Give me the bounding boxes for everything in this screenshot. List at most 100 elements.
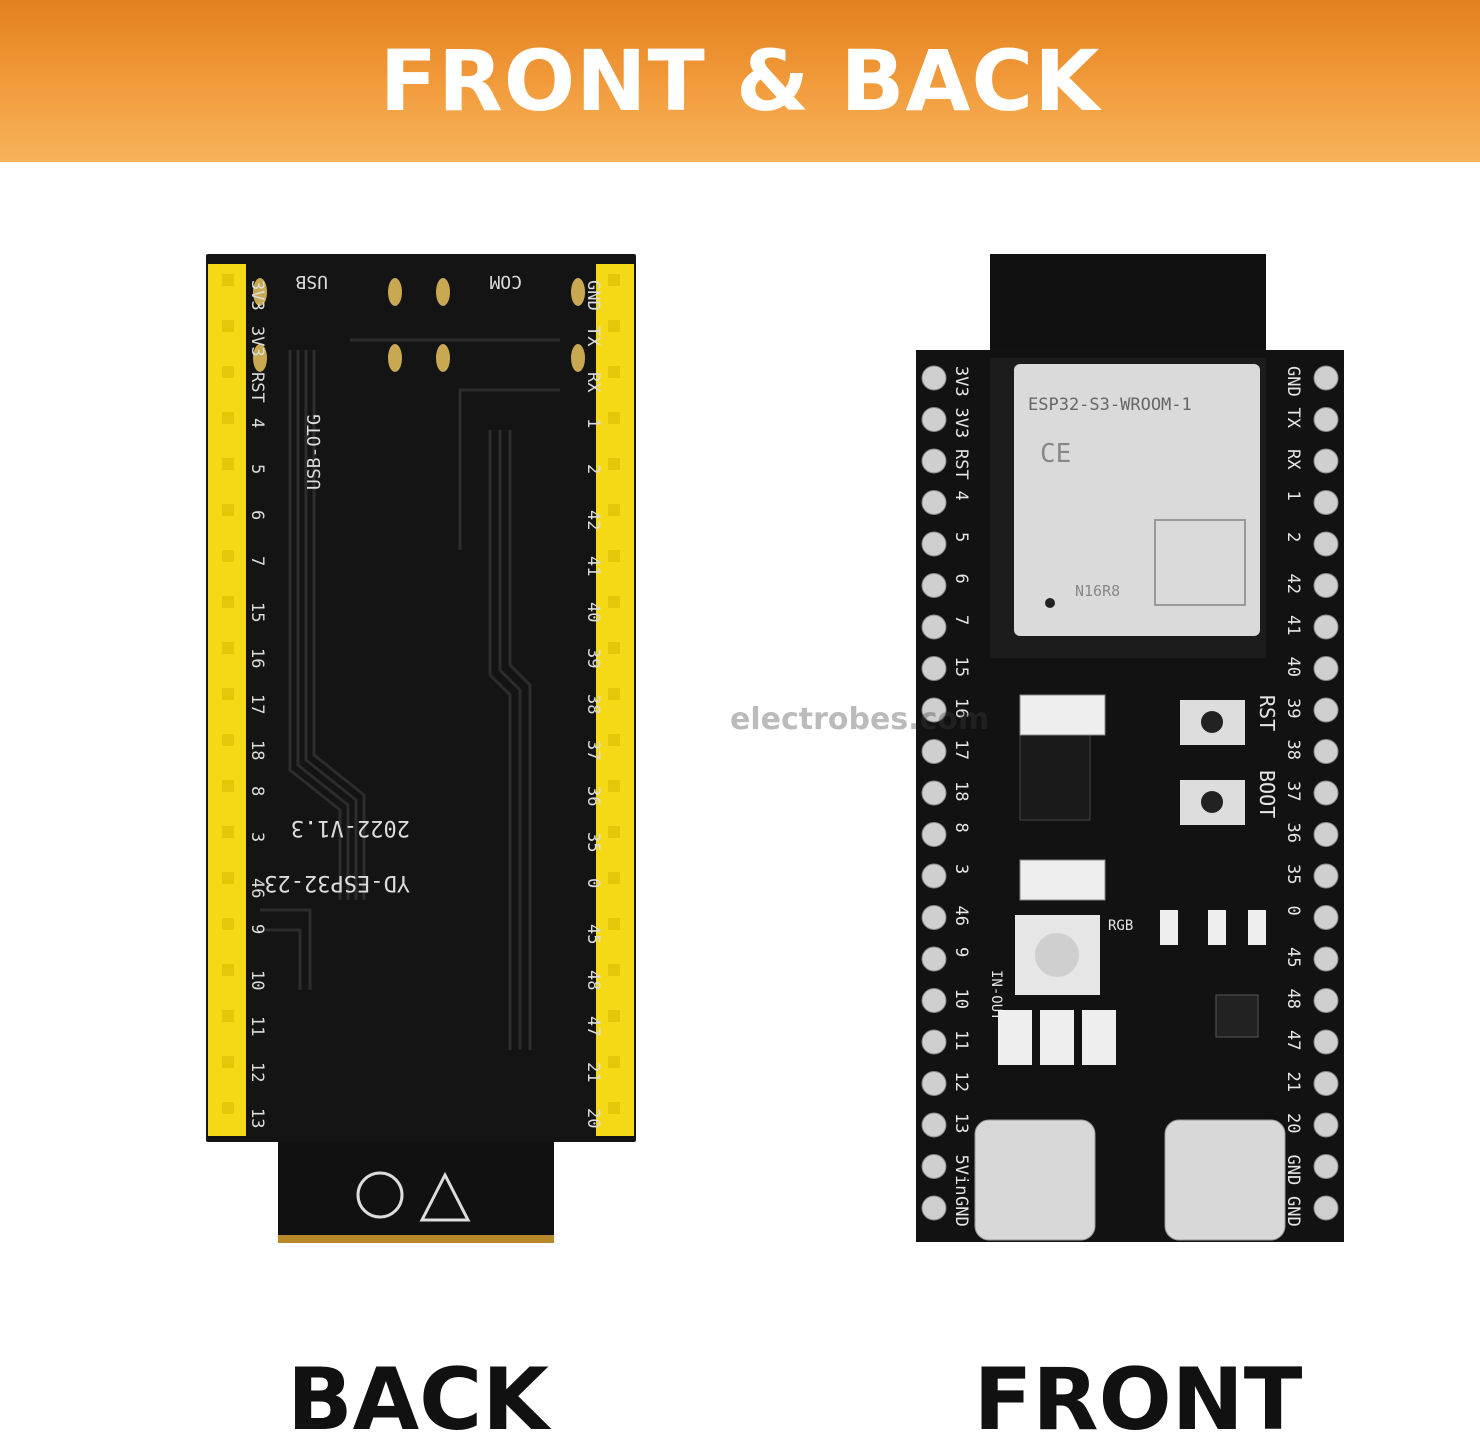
front-right-pin-label: GND bbox=[1283, 1196, 1303, 1227]
header-pin bbox=[222, 366, 234, 378]
back-left-pin-label: 11 bbox=[247, 1016, 267, 1036]
back-left-pin-label: 15 bbox=[247, 602, 267, 622]
header-pin bbox=[1313, 1112, 1339, 1138]
back-left-pin-label: 9 bbox=[247, 924, 267, 934]
front-board-svg: ESP32-S3-WROOM-1 CE N16R8 RST BOOT RGB I… bbox=[916, 254, 1344, 1242]
header-pin bbox=[1313, 780, 1339, 806]
usb-bridge-chip bbox=[1215, 994, 1259, 1038]
header-pin bbox=[608, 688, 620, 700]
usb-c-port-com[interactable] bbox=[1164, 1119, 1286, 1241]
header-pin bbox=[921, 407, 947, 432]
header-pin bbox=[222, 734, 234, 746]
back-right-pin-label: 39 bbox=[583, 648, 603, 668]
front-left-pin-labels: 3V33V3RST45671516171883469101112135VinGN… bbox=[951, 366, 971, 1227]
ce-mark: CE bbox=[1040, 439, 1071, 469]
header-pin bbox=[1313, 614, 1339, 640]
back-version-label: 2022-V1.3 bbox=[291, 815, 410, 840]
back-left-header-pins bbox=[222, 274, 234, 1114]
back-right-pin-label: 2 bbox=[583, 464, 603, 474]
header-pin bbox=[921, 863, 947, 889]
front-caption: FRONT bbox=[973, 1350, 1303, 1450]
back-left-pin-label: 13 bbox=[247, 1108, 267, 1128]
front-right-pin-label: 38 bbox=[1283, 740, 1303, 760]
back-usb-otg-label: USB-OTG bbox=[304, 414, 325, 490]
back-right-pin-label: 48 bbox=[583, 970, 603, 990]
header-pin bbox=[608, 320, 620, 332]
back-traces bbox=[260, 338, 560, 1050]
header-pin bbox=[1313, 697, 1339, 723]
header-pin bbox=[1313, 490, 1339, 515]
header-pin bbox=[921, 1112, 947, 1138]
header-pin bbox=[921, 531, 947, 557]
header-pin bbox=[608, 1056, 620, 1068]
back-left-pin-label: 8 bbox=[247, 786, 267, 796]
header-pin bbox=[921, 780, 947, 806]
header-pin bbox=[608, 872, 620, 884]
header-pin bbox=[1313, 863, 1339, 889]
watermark: electrobes.com bbox=[730, 702, 990, 737]
front-left-pin-label: 11 bbox=[951, 1030, 971, 1050]
rgb-label: RGB bbox=[1108, 918, 1133, 934]
header-pin bbox=[222, 780, 234, 792]
header-pin bbox=[1313, 531, 1339, 557]
back-left-pin-label: 16 bbox=[247, 648, 267, 668]
header-pin bbox=[222, 504, 234, 516]
header-pin bbox=[608, 1102, 620, 1114]
back-right-pin-label: 37 bbox=[583, 740, 603, 760]
header-pin bbox=[222, 412, 234, 424]
back-right-pin-label: 38 bbox=[583, 694, 603, 714]
front-left-pin-label: 13 bbox=[951, 1113, 971, 1133]
front-left-pin-label: 10 bbox=[951, 989, 971, 1009]
header-pin bbox=[921, 1195, 947, 1221]
header-pin bbox=[1313, 905, 1339, 930]
header-pin bbox=[222, 918, 234, 930]
rst-label: RST bbox=[1255, 695, 1279, 731]
front-right-pin-label: 0 bbox=[1283, 906, 1303, 916]
front-left-pin-label: 3V3 bbox=[951, 408, 971, 439]
front-right-pin-label: 37 bbox=[1283, 781, 1303, 801]
front-right-pin-label: 41 bbox=[1283, 615, 1303, 635]
header-pin bbox=[222, 688, 234, 700]
header-pin bbox=[921, 1029, 947, 1055]
back-right-pin-label: 0 bbox=[583, 878, 603, 888]
header-pin bbox=[1313, 448, 1339, 474]
front-right-pin-label: 47 bbox=[1283, 1030, 1303, 1050]
back-usb-pads bbox=[253, 278, 585, 372]
front-right-pin-label: TX bbox=[1283, 408, 1303, 429]
header-pin bbox=[1313, 365, 1339, 391]
header-pin bbox=[222, 274, 234, 286]
header-pin bbox=[921, 614, 947, 640]
in-out-label: IN-OUT bbox=[988, 970, 1004, 1021]
front-right-pin-label: 42 bbox=[1283, 574, 1303, 594]
back-right-pin-label: 42 bbox=[583, 510, 603, 530]
back-right-pin-label: 1 bbox=[583, 418, 603, 428]
front-board-photo: ESP32-S3-WROOM-1 CE N16R8 RST BOOT RGB I… bbox=[910, 250, 1350, 1255]
back-right-pin-label: 41 bbox=[583, 556, 603, 576]
front-left-pin-label: 6 bbox=[951, 574, 971, 584]
header-pin bbox=[921, 1154, 947, 1179]
header-pin bbox=[222, 1102, 234, 1114]
header-pin bbox=[608, 1010, 620, 1022]
header-pin bbox=[222, 964, 234, 976]
header-pin bbox=[222, 458, 234, 470]
title-banner: FRONT & BACK bbox=[0, 0, 1480, 162]
usb-c-port-in-out[interactable] bbox=[974, 1119, 1096, 1241]
header-pin bbox=[1313, 407, 1339, 432]
wroom-module-shield bbox=[1014, 364, 1260, 636]
front-right-pin-label: 39 bbox=[1283, 698, 1303, 718]
diode-component bbox=[1019, 859, 1106, 901]
header-pin bbox=[222, 596, 234, 608]
header-pin bbox=[921, 1071, 947, 1096]
front-left-pin-label: 12 bbox=[951, 1072, 971, 1092]
back-left-pin-label: 3V3 bbox=[247, 326, 267, 357]
header-pin bbox=[921, 573, 947, 598]
header-pin bbox=[1313, 739, 1339, 764]
back-right-header-pins bbox=[608, 274, 620, 1114]
back-antenna-tab bbox=[278, 1138, 554, 1243]
front-left-pin-label: 3V3 bbox=[951, 366, 971, 397]
back-left-pin-label: 6 bbox=[247, 510, 267, 520]
header-pin bbox=[222, 642, 234, 654]
back-left-pin-label: 18 bbox=[247, 740, 267, 760]
